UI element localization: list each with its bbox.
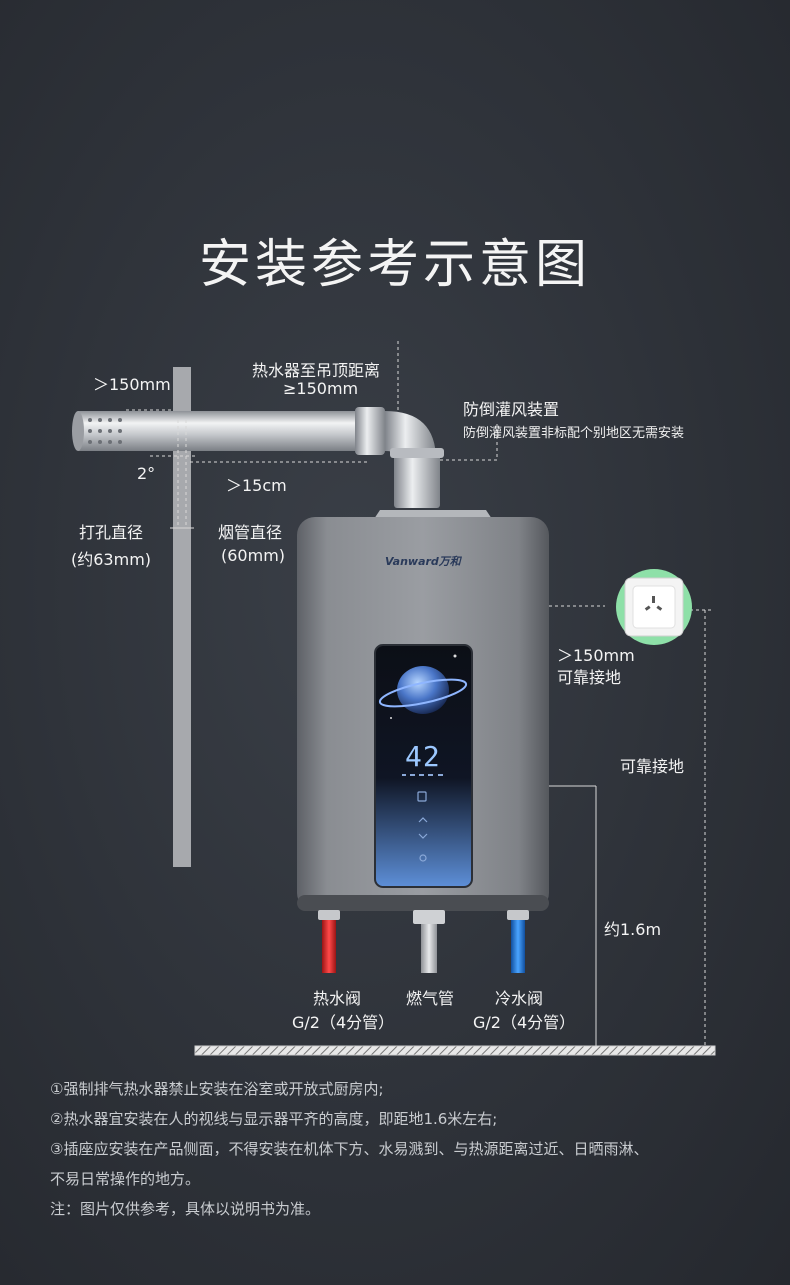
hot-valve-label-2: G/2（4分管） [292, 1013, 395, 1032]
floor [194, 1045, 716, 1056]
page-title: 安装参考示意图 [198, 235, 591, 295]
hot-valve-label-1: 热水阀 [313, 989, 362, 1008]
flue-pipe [78, 411, 378, 451]
socket-clearance-label-2: 可靠接地 [557, 668, 622, 687]
anti-backdraft-device [394, 450, 440, 508]
ceiling-distance-label-1: 热水器至吊顶距离 [252, 361, 381, 380]
gas-pipe [421, 918, 437, 973]
note-1: ①强制排气热水器禁止安装在浴室或开放式厨房内; [50, 1080, 384, 1098]
socket-icon [616, 569, 692, 645]
anti-backdraft-title: 防倒灌风装置 [463, 400, 560, 419]
display-temperature: 42 [405, 740, 441, 773]
left-clearance-label: ＞150mm [93, 375, 171, 394]
flue-elbow [385, 411, 436, 460]
grounding-label: 可靠接地 [620, 757, 685, 776]
note-3-continued: 不易日常操作的地方。 [50, 1170, 201, 1188]
anti-backdraft-note: 防倒灌风装置非标配个别地区无需安装 [463, 426, 685, 441]
socket-clearance-label-1: ＞150mm [557, 646, 635, 665]
disclaimer: 注：图片仅供参考，具体以说明书为准。 [50, 1200, 321, 1218]
cold-valve-label-2: G/2（4分管） [473, 1013, 576, 1032]
ceiling-distance-label-2: ≥150mm [283, 379, 359, 398]
slope-label: 2° [137, 464, 156, 483]
hot-water-pipe [322, 911, 336, 973]
cold-water-pipe [511, 911, 525, 973]
hole-diameter-label-1: 打孔直径 [79, 523, 144, 542]
note-3: ③插座应安装在产品侧面，不得安装在机体下方、水易溅到、与热源距离过近、日晒雨淋、 [50, 1140, 649, 1158]
brand-logo: Vanward万和 [385, 555, 461, 568]
flue-diameter-label-1: 烟管直径 [218, 523, 283, 542]
flue-vent-holes [88, 418, 122, 444]
flue-diameter-label-2: (60mm) [221, 546, 286, 565]
height-label: 约1.6m [604, 920, 662, 939]
note-2: ②热水器宜安装在人的视线与显示器平齐的高度，即距地1.6米左右; [50, 1110, 498, 1128]
gas-pipe-label: 燃气管 [406, 989, 455, 1008]
hole-diameter-label-2: (约63mm) [71, 550, 152, 569]
wall-depth-label: ＞15cm [226, 476, 287, 495]
cold-valve-label-1: 冷水阀 [495, 989, 544, 1008]
